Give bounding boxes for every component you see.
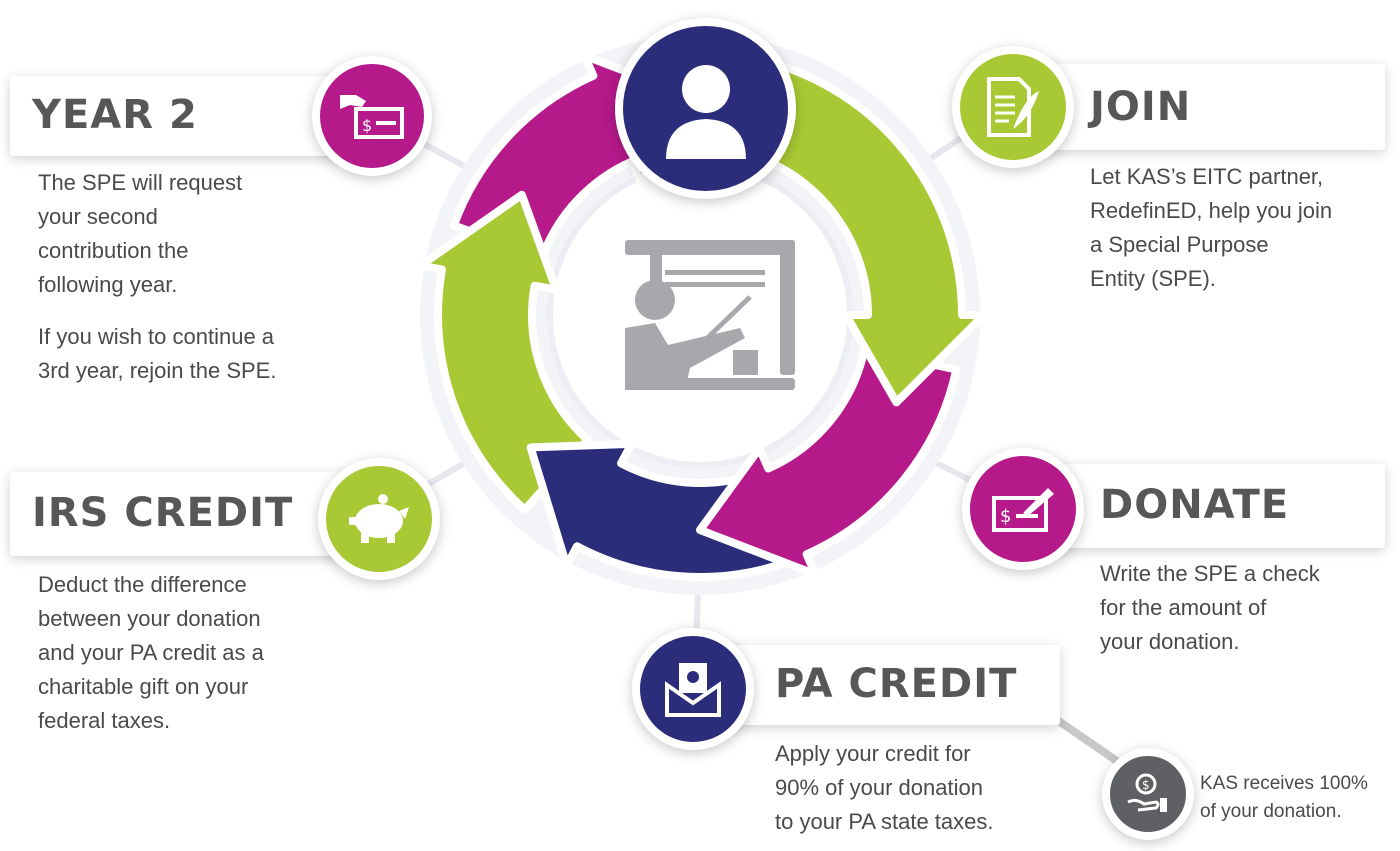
irs-description: Deduct the difference between your donati…	[38, 568, 264, 738]
check-pen-icon: $	[992, 488, 1054, 532]
join-title-box	[1040, 64, 1385, 150]
join-title: JOIN	[1090, 84, 1192, 130]
arrow-green-right	[739, 57, 988, 407]
text-line: The SPE will request	[38, 170, 243, 195]
user-icon	[665, 64, 746, 159]
pa-title: PA CREDIT	[775, 661, 1018, 707]
svg-text:$: $	[1000, 506, 1011, 527]
join-icon-circle	[952, 46, 1074, 168]
hand-coin-icon: $	[1127, 773, 1167, 812]
presentation-teacher-icon	[625, 240, 795, 390]
donate-title: DONATE	[1100, 482, 1290, 528]
year2-title: YEAR 2	[32, 92, 198, 138]
pa-icon-circle	[632, 628, 754, 750]
inner-circle	[547, 162, 853, 468]
text-line: KAS receives 100%	[1200, 773, 1368, 794]
text-line: Apply your credit for	[775, 741, 971, 766]
text-line: Let KAS’s EITC partner,	[1090, 164, 1324, 189]
document-quill-icon	[987, 77, 1039, 137]
arrow-navy-bottom	[526, 439, 785, 581]
join-description: Let KAS’s EITC partner, RedefinED, help y…	[1090, 160, 1332, 296]
donate-description: Write the SPE a check for the amount of yo…	[1100, 557, 1320, 659]
irs-icon-circle	[318, 458, 440, 580]
text-line: Write the SPE a check	[1100, 561, 1320, 586]
text-line: and your PA credit as a	[38, 640, 264, 665]
arrow-magenta-right	[696, 345, 961, 579]
text-line: federal taxes.	[38, 708, 171, 733]
year2-icon-circle: $	[312, 56, 432, 176]
text-line: contribution the	[38, 238, 189, 263]
pa-title-box	[720, 645, 1060, 725]
svg-text:$: $	[1142, 778, 1150, 792]
year2-title-box	[10, 76, 340, 156]
kas-description: KAS receives 100% of your donation.	[1200, 770, 1368, 826]
irs-title-box	[10, 472, 340, 556]
text-line: a Special Purpose	[1090, 232, 1269, 257]
arrow-green-left	[416, 190, 592, 514]
text-line: Entity (SPE).	[1090, 266, 1216, 291]
hand-check-icon: $	[340, 95, 404, 139]
text-line: between your donation	[38, 606, 261, 631]
text-line: for the amount of	[1100, 595, 1267, 620]
year2-description: The SPE will request your second contribut…	[38, 166, 276, 406]
money-envelope-icon	[665, 663, 721, 717]
text-line: to your PA state taxes.	[775, 809, 994, 834]
text-line: charitable gift on your	[38, 674, 249, 699]
text-line: of your donation.	[1200, 801, 1342, 822]
pa-description: Apply your credit for 90% of your donatio…	[775, 737, 994, 839]
text-line: following year.	[38, 272, 178, 297]
user-circle	[615, 18, 796, 199]
text-line: RedefinED, help you join	[1090, 198, 1333, 223]
donate-icon-circle: $	[962, 448, 1084, 570]
text-line: your second	[38, 204, 158, 229]
text-line: your donation.	[1100, 629, 1240, 654]
piggy-bank-icon	[349, 494, 409, 543]
kas-icon-circle: $	[1102, 748, 1194, 840]
text-line: Deduct the difference	[38, 572, 247, 597]
donate-title-box	[1050, 464, 1385, 548]
svg-text:$: $	[362, 116, 372, 135]
text-line: If you wish to continue a	[38, 324, 275, 349]
irs-title: IRS CREDIT	[32, 490, 294, 536]
text-line: 3rd year, rejoin the SPE.	[38, 358, 277, 383]
text-line: 90% of your donation	[775, 775, 983, 800]
